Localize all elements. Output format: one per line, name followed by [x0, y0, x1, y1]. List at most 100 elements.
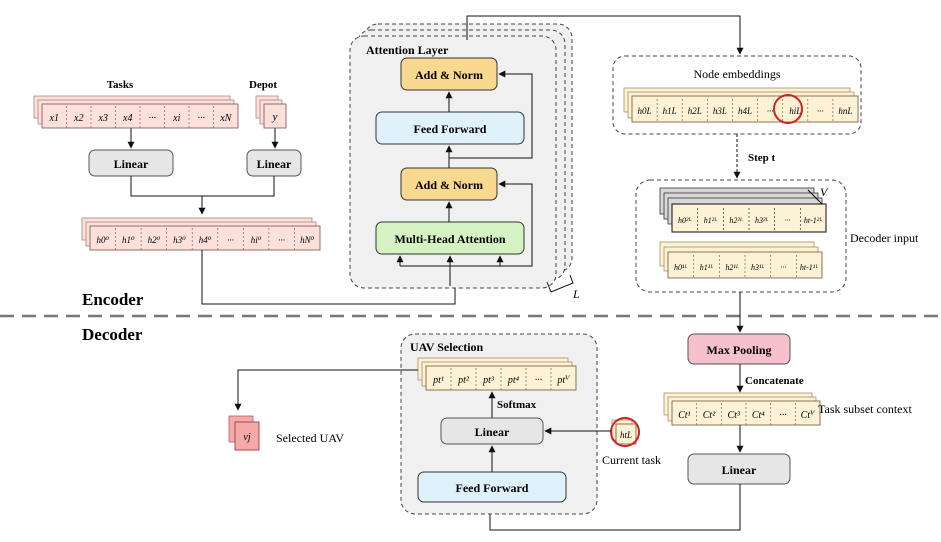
cell-label: Ct⁴: [752, 410, 765, 421]
svg-text:Linear: Linear: [114, 157, 149, 171]
uav-feed-forward-box: Feed Forward: [417, 471, 567, 503]
linear-decoder-box: Linear: [687, 453, 791, 485]
cell-label: pt³: [482, 375, 495, 386]
step-label: Step t: [748, 152, 776, 164]
cell-label: hi⁰: [251, 235, 262, 245]
cell-label: ···: [278, 235, 285, 245]
cell-label: ···: [785, 216, 791, 225]
cell-label: h1⁰: [122, 235, 135, 245]
cell-label: h0⁰: [96, 235, 109, 245]
svg-text:y: y: [272, 111, 278, 123]
svg-text:Feed Forward: Feed Forward: [456, 481, 529, 495]
add-norm-bottom-box: Add & Norm: [400, 167, 498, 201]
residual-top: [449, 70, 533, 159]
cell-label: h0²ᴸ: [678, 216, 692, 225]
h0-to-attention-line: [201, 250, 456, 305]
cell-label: hnL: [838, 106, 852, 116]
svg-text:Feed Forward: Feed Forward: [414, 122, 487, 136]
cell-label: h3²ᴸ: [755, 216, 769, 225]
cell-label: h1²ᴸ: [704, 216, 718, 225]
attention-layer-title: Attention Layer: [366, 43, 449, 57]
decoder-input-bottom-stack: [659, 241, 823, 279]
cell-label: ···: [781, 263, 787, 272]
tasks-strip: [33, 95, 239, 129]
cell-label: ht-1¹ᴸ: [800, 263, 818, 272]
selected-uav-label: Selected UAV: [276, 431, 344, 445]
selected-uav-cell-label: vj: [243, 432, 250, 443]
svg-text:Multi-Head Attention: Multi-Head Attention: [395, 232, 506, 246]
uav-linear-box: Linear: [440, 417, 544, 445]
cell-label: x1: [49, 113, 59, 124]
cell-label: x2: [73, 113, 83, 124]
cell-label: h0¹ᴸ: [674, 263, 688, 272]
arrow-to-selected-uav: [234, 369, 418, 411]
cell-label: h1¹ᴸ: [700, 263, 714, 272]
decoder-input-top-stack: [659, 187, 827, 233]
decoder-input-bottom-cells: h0¹ᴸ h1¹ᴸ h2¹ᴸ h3¹ᴸ ··· ht-1¹ᴸ: [674, 255, 818, 277]
cell-label: ptⱽ: [556, 375, 571, 386]
repeat-bracket: [546, 274, 574, 293]
cell-label: ···: [227, 235, 234, 245]
cell-label: Ct³: [727, 410, 740, 421]
h0-strip: [81, 217, 321, 251]
mha-box: Multi-Head Attention: [375, 221, 525, 255]
node-embeddings-title: Node embeddings: [694, 67, 781, 81]
context-label: Task subset context: [818, 402, 912, 416]
cell-label: h4⁰: [199, 235, 212, 245]
cell-label: h2¹ᴸ: [725, 263, 739, 272]
uav-selection-title: UAV Selection: [410, 340, 484, 354]
cell-label: x4: [122, 113, 132, 124]
current-task-cell-label: htL: [620, 430, 632, 440]
svg-text:Linear: Linear: [722, 463, 757, 477]
cell-label: h4L: [738, 106, 752, 116]
cell-label: ···: [198, 113, 206, 124]
cell-label: h2L: [688, 106, 702, 116]
feed-forward-box: Feed Forward: [375, 111, 525, 145]
cell-label: xi: [172, 113, 180, 124]
cell-label: h0L: [638, 106, 652, 116]
cell-label: xN: [219, 113, 232, 124]
depot-label: Depot: [249, 79, 277, 91]
attention-to-embeddings: [466, 15, 744, 55]
decoder-input-top-cells: h0²ᴸ h1²ᴸ h2²ᴸ h3²ᴸ ··· ht-1²ᴸ: [678, 208, 822, 230]
cell-label: Ct²: [703, 410, 716, 421]
cell-label: ···: [817, 106, 824, 116]
cell-label: ···: [149, 113, 157, 124]
encoder-label: Encoder: [82, 290, 144, 309]
h0-cells: h0⁰ h1⁰ h2⁰ h3⁰ h4⁰ ··· hi⁰ ··· hN⁰: [96, 228, 315, 250]
embeddings-strip: [623, 87, 859, 123]
task-cells: x1 x2 x3 x4 ··· xi ··· xN: [49, 106, 233, 128]
decoder-label: Decoder: [82, 325, 143, 344]
add-norm-top-box: Add & Norm: [400, 57, 498, 91]
v-label: V: [820, 185, 829, 199]
cell-label: hiL: [789, 106, 801, 116]
decoder-input-label: Decoder input: [850, 231, 919, 245]
svg-text:Max Pooling: Max Pooling: [707, 343, 772, 357]
cell-label: h2⁰: [148, 235, 161, 245]
svg-text:Add & Norm: Add & Norm: [415, 178, 483, 192]
current-task-label: Current task: [602, 453, 661, 467]
cell-label: ···: [535, 375, 543, 386]
selected-uav-cell: [228, 415, 260, 451]
max-pooling-box: Max Pooling: [687, 333, 791, 365]
cell-label: ht-1²ᴸ: [804, 216, 822, 225]
svg-text:Linear: Linear: [475, 425, 510, 439]
cell-label: h3L: [713, 106, 727, 116]
cell-label: ···: [779, 410, 787, 421]
repeat-label: L: [572, 287, 580, 301]
cell-label: Ctⱽ: [801, 410, 816, 421]
cell-label: h2²ᴸ: [729, 216, 743, 225]
tasks-label: Tasks: [107, 79, 134, 91]
depot-cell: y: [255, 95, 287, 129]
cell-label: h3⁰: [173, 235, 186, 245]
merge-line: [130, 176, 275, 197]
softmax-label: Softmax: [497, 399, 537, 411]
cell-label: ···: [767, 106, 774, 116]
cell-label: x3: [98, 113, 108, 124]
cell-label: h3¹ᴸ: [751, 263, 765, 272]
cell-label: hN⁰: [300, 235, 315, 245]
